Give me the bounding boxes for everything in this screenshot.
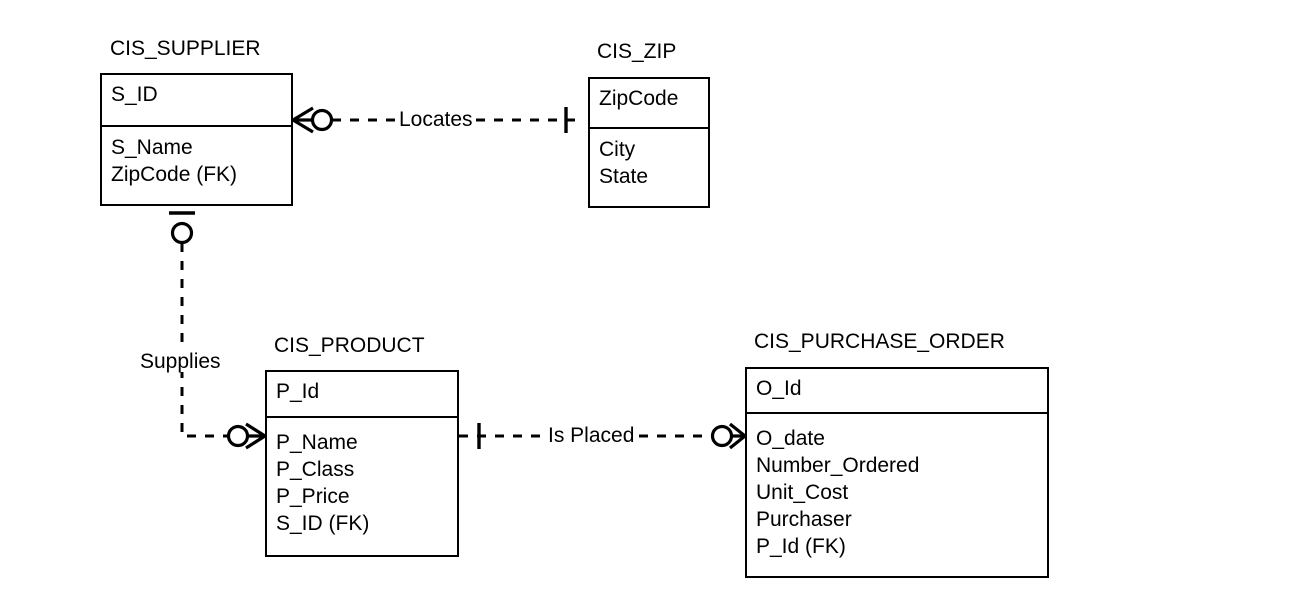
attribute-p-price: P_Price — [276, 485, 350, 508]
attribute-s-id: S_ID — [111, 83, 158, 106]
entity-title-cis-purchase-order: CIS_PURCHASE_ORDER — [754, 330, 1005, 353]
attribute-p-id: P_Id — [276, 380, 320, 403]
relationship-label-is-placed: Is Placed — [546, 424, 637, 447]
entity-cis-zip-pk-section: ZipCode — [590, 79, 708, 129]
attribute-zipcode-fk: ZipCode (FK) — [111, 163, 238, 186]
entity-cis-supplier-attr-section: S_Name ZipCode (FK) — [102, 127, 291, 194]
attribute-o-id: O_Id — [756, 377, 802, 400]
entity-title-cis-zip: CIS_ZIP — [597, 40, 677, 63]
relationship-label-supplies: Supplies — [138, 350, 223, 373]
attribute-purchaser: Purchaser — [756, 508, 852, 531]
entity-cis-purchase-order-attr-section: O_date Number_Ordered Unit_Cost Purchase… — [747, 414, 1047, 566]
entity-cis-purchase-order-pk-section: O_Id — [747, 369, 1047, 414]
relationship-supplies — [169, 211, 266, 450]
attribute-s-id-fk: S_ID (FK) — [276, 512, 370, 535]
entity-title-cis-product: CIS_PRODUCT — [274, 334, 425, 357]
attribute-zipcode: ZipCode — [599, 87, 679, 110]
relationship-label-locates: Locates — [397, 108, 475, 131]
entity-cis-zip[interactable]: ZipCode City State — [588, 77, 710, 208]
attribute-unit-cost: Unit_Cost — [756, 481, 849, 504]
optional-circle-supplies-supplier — [170, 221, 194, 245]
relationship-line-supplies — [180, 243, 228, 438]
entity-cis-product-pk-section: P_Id — [267, 372, 457, 418]
entity-title-cis-supplier: CIS_SUPPLIER — [110, 37, 261, 60]
attribute-o-date: O_date — [756, 427, 825, 450]
entity-cis-zip-attr-section: City State — [590, 129, 708, 196]
attribute-p-id-fk: P_Id (FK) — [756, 535, 846, 558]
attribute-state: State — [599, 165, 649, 188]
attribute-number-ordered: Number_Ordered — [756, 454, 920, 477]
entity-cis-supplier-pk-section: S_ID — [102, 75, 291, 127]
crowsfoot-supplies-product — [245, 422, 266, 450]
attribute-s-name: S_Name — [111, 136, 193, 159]
crowsfoot-is-placed-order — [729, 422, 746, 450]
optional-circle-locates-supplier — [310, 108, 334, 132]
optional-circle-supplies-product — [226, 424, 250, 448]
attribute-p-name: P_Name — [276, 431, 358, 454]
entity-cis-purchase-order[interactable]: O_Id O_date Number_Ordered Unit_Cost Pur… — [745, 367, 1049, 578]
crowsfoot-locates-supplier — [292, 106, 316, 134]
attribute-p-class: P_Class — [276, 458, 355, 481]
entity-cis-supplier[interactable]: S_ID S_Name ZipCode (FK) — [100, 73, 293, 206]
entity-cis-product[interactable]: P_Id P_Name P_Class P_Price S_ID (FK) — [265, 370, 459, 557]
entity-cis-product-attr-section: P_Name P_Class P_Price S_ID (FK) — [267, 418, 457, 543]
attribute-city: City — [599, 138, 636, 161]
optional-circle-is-placed-order — [710, 424, 734, 448]
